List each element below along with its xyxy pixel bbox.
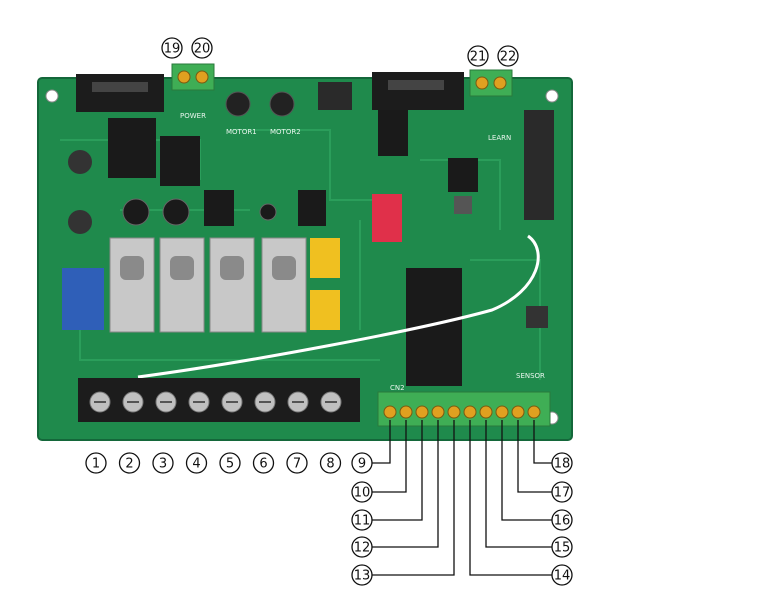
- callout-14-text: 14: [554, 569, 571, 584]
- top-connectors: [76, 63, 513, 112]
- callout-20: 20: [191, 37, 213, 59]
- callout-22: 22: [497, 45, 519, 67]
- callout-1-text: 1: [92, 457, 100, 472]
- right-screw-14: [463, 405, 477, 419]
- callout-19-text: 19: [164, 42, 181, 57]
- callout-13: 13: [351, 564, 373, 586]
- callout-15-text: 15: [554, 541, 571, 556]
- leader-11: [372, 420, 423, 521]
- callout-9-text: 9: [358, 457, 366, 472]
- callout-16: 16: [551, 509, 573, 531]
- relays: [62, 237, 340, 333]
- heatsinks: [108, 110, 408, 226]
- callout-5: 5: [219, 452, 241, 474]
- right-screw-10: [399, 405, 413, 419]
- capacitors: [68, 150, 277, 234]
- right-screw-15: [479, 405, 493, 419]
- label-learn: LEARN: [488, 134, 511, 142]
- callout-21: 21: [467, 45, 489, 67]
- leader-17: [517, 420, 552, 493]
- callout-7: 7: [286, 452, 308, 474]
- callout-18: 18: [551, 452, 573, 474]
- callout-20-text: 20: [194, 42, 211, 57]
- right-screw-12: [431, 405, 445, 419]
- callout-4-text: 4: [192, 457, 200, 472]
- leader-10: [372, 420, 407, 493]
- right-screw-16: [495, 405, 509, 419]
- callout-9: 9: [351, 452, 373, 474]
- callout-18-text: 18: [554, 457, 571, 472]
- callout-10-text: 10: [354, 486, 371, 501]
- label-motor1: MOTOR1: [226, 128, 257, 136]
- leader-16: [501, 420, 552, 521]
- leader-9: [372, 420, 391, 464]
- callout-6-text: 6: [259, 457, 267, 472]
- leader-lines: [372, 420, 552, 576]
- label-sensor: SENSOR: [516, 372, 545, 380]
- callout-15: 15: [551, 536, 573, 558]
- callout-14: 14: [551, 564, 573, 586]
- callout-16-text: 16: [554, 514, 571, 529]
- callout-11: 11: [351, 509, 373, 531]
- callout-19: 19: [161, 37, 183, 59]
- right-screw-18: [527, 405, 541, 419]
- callout-12-text: 12: [354, 541, 371, 556]
- callout-4: 4: [185, 452, 208, 474]
- callout-5-text: 5: [226, 457, 234, 472]
- right-screw-13: [447, 405, 461, 419]
- leader-12: [372, 420, 439, 548]
- callout-17-text: 17: [554, 486, 571, 501]
- callout-2-text: 2: [125, 457, 133, 472]
- antenna-wire: [137, 234, 540, 379]
- leader-14: [469, 420, 552, 576]
- right-screw-9: [383, 405, 397, 419]
- label-motor2: MOTOR2: [270, 128, 301, 136]
- callout-12: 12: [351, 536, 373, 558]
- callout-11-text: 11: [354, 514, 371, 529]
- callout-22-text: 22: [500, 50, 517, 65]
- callout-21-text: 21: [470, 50, 487, 65]
- callout-8-text: 8: [326, 457, 334, 472]
- callout-2: 2: [118, 452, 141, 474]
- callout-7-text: 7: [293, 457, 301, 472]
- label-cn2: CN2: [390, 384, 405, 392]
- callout-10: 10: [351, 481, 373, 503]
- leader-15: [485, 420, 552, 548]
- callout-8: 8: [319, 452, 342, 474]
- callout-3-text: 3: [159, 457, 167, 472]
- right-screw-17: [511, 405, 525, 419]
- right-screw-11: [415, 405, 429, 419]
- leader-13: [372, 420, 455, 576]
- label-power: POWER: [180, 112, 206, 120]
- callout-6: 6: [252, 452, 275, 474]
- potentiometers: MOTOR1 MOTOR2: [225, 91, 301, 136]
- bottom-terminal-block: [78, 378, 360, 422]
- callout-17: 17: [551, 481, 573, 503]
- right-terminal-block: CN2: [377, 384, 551, 427]
- callout-3: 3: [152, 452, 174, 474]
- callout-1: 1: [85, 452, 107, 474]
- callout-13-text: 13: [354, 569, 371, 584]
- leader-18: [533, 420, 552, 464]
